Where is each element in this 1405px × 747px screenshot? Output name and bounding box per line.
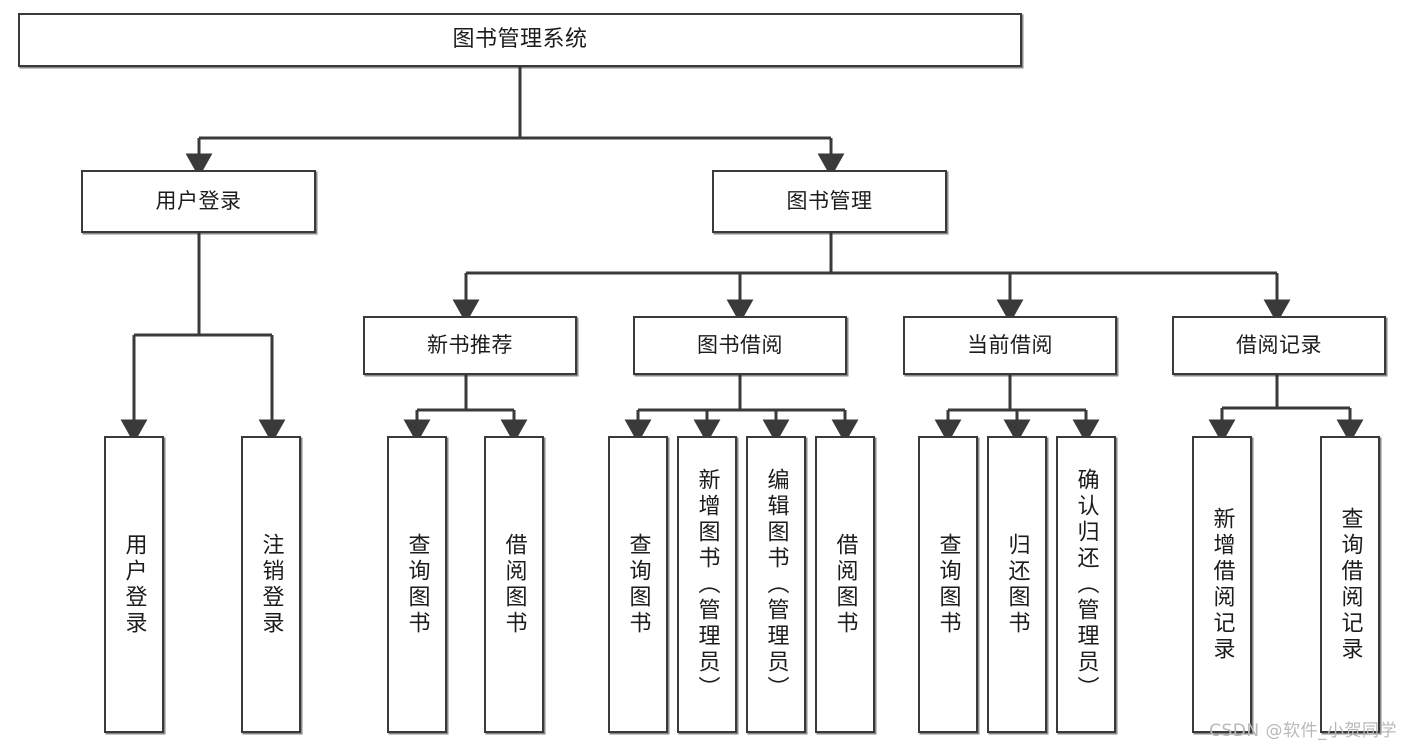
node-leaf-book-borrow-edit[interactable]: 编辑图书（管理员）: [746, 436, 806, 733]
node-label: 新增图书（管理员）: [694, 467, 720, 702]
node-label: 查询图书: [625, 532, 651, 637]
node-label: 图书管理系统: [452, 27, 588, 53]
node-borrow-record[interactable]: 借阅记录: [1172, 316, 1386, 375]
node-label: 借阅图书: [501, 532, 527, 637]
node-label: 用户登录: [155, 189, 242, 214]
node-leaf-current-borrow-query[interactable]: 查询图书: [918, 436, 978, 733]
node-leaf-borrow-record-add[interactable]: 新增借阅记录: [1192, 436, 1252, 733]
node-book-borrow[interactable]: 图书借阅: [633, 316, 847, 375]
node-label: 归还图书: [1004, 532, 1030, 637]
node-label: 注销登录: [258, 532, 284, 637]
node-leaf-book-borrow-query[interactable]: 查询图书: [608, 436, 668, 733]
node-current-borrow[interactable]: 当前借阅: [903, 316, 1117, 375]
node-label: 当前借阅: [967, 333, 1053, 358]
node-label: 查询借阅记录: [1337, 506, 1363, 663]
node-label: 查询图书: [935, 532, 961, 637]
watermark-text: CSDN @软件_小贺同学: [1209, 721, 1397, 741]
node-label: 图书借阅: [697, 333, 783, 358]
node-label: 借阅记录: [1236, 333, 1322, 358]
node-leaf-user-login-logout[interactable]: 注销登录: [241, 436, 301, 733]
node-leaf-borrow-record-query[interactable]: 查询借阅记录: [1320, 436, 1380, 733]
node-leaf-user-login-login[interactable]: 用户登录: [104, 436, 164, 733]
node-book-management[interactable]: 图书管理: [712, 170, 947, 233]
node-root-system[interactable]: 图书管理系统: [18, 13, 1022, 67]
node-leaf-book-borrow-add[interactable]: 新增图书（管理员）: [677, 436, 737, 733]
node-label: 编辑图书（管理员）: [763, 467, 789, 702]
node-user-login[interactable]: 用户登录: [81, 170, 316, 233]
node-label: 图书管理: [786, 189, 873, 214]
node-label: 新增借阅记录: [1209, 506, 1235, 663]
node-leaf-book-borrow-borrow[interactable]: 借阅图书: [815, 436, 875, 733]
node-new-book-recommend[interactable]: 新书推荐: [363, 316, 577, 375]
node-leaf-new-book-query[interactable]: 查询图书: [387, 436, 447, 733]
node-leaf-current-borrow-return[interactable]: 归还图书: [987, 436, 1047, 733]
node-leaf-new-book-borrow[interactable]: 借阅图书: [484, 436, 544, 733]
node-leaf-current-borrow-confirm-return[interactable]: 确认归还（管理员）: [1056, 436, 1116, 733]
node-label: 查询图书: [404, 532, 430, 637]
node-label: 用户登录: [121, 532, 147, 637]
node-label: 确认归还（管理员）: [1073, 467, 1099, 702]
node-label: 借阅图书: [832, 532, 858, 637]
node-label: 新书推荐: [427, 333, 513, 358]
